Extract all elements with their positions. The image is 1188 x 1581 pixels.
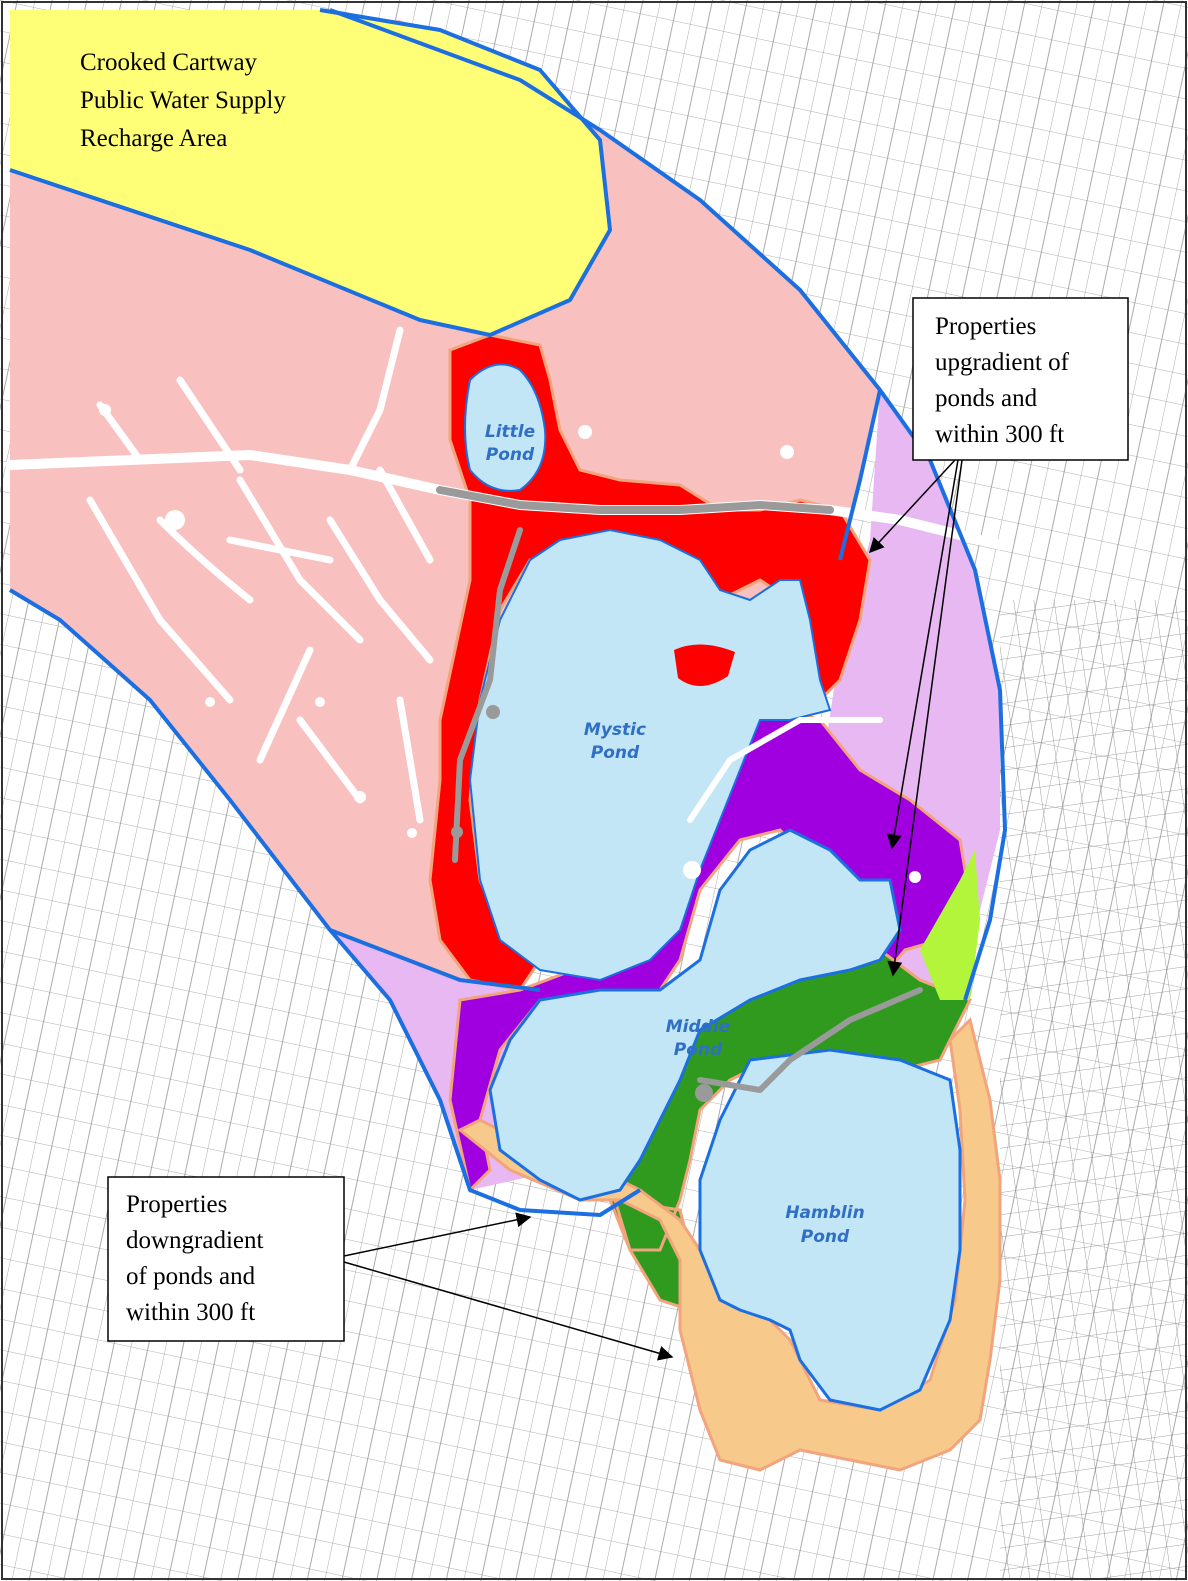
upgradient-callout-line1: Properties [935, 313, 1036, 340]
mystic-pond-label-line2: Pond [591, 743, 640, 763]
downgradient-callout-line1: Properties [126, 1191, 227, 1218]
mystic-pond-water [468, 528, 832, 982]
middle-pond-label-line2: Pond [674, 1040, 723, 1060]
hamblin-pond-water [698, 1048, 962, 1412]
hamblin-pond-label-line1: Hamblin [785, 1203, 864, 1223]
parcel-lines-east [1000, 600, 1188, 1580]
middle-pond-water [488, 828, 902, 1202]
watershed-boundaries [8, 8, 1007, 1217]
zone-lime [920, 850, 980, 1000]
upgradient-arrow-green [887, 459, 963, 977]
upgradient-callout-box [912, 297, 1129, 461]
downgradient-callout-line2: downgradient [126, 1227, 264, 1254]
little-pond-label-line1: Little [485, 422, 535, 442]
watershed-lavender-region [330, 390, 1000, 1190]
downgradient-callout-line3: of ponds and [126, 1263, 256, 1290]
mystic-pond-label-line1: Mystic [584, 720, 646, 740]
little-pond-label-line2: Pond [486, 445, 535, 465]
mystic-island [674, 644, 735, 687]
road-network [5, 326, 1005, 1102]
downgradient-callout: Properties downgradient of ponds and wit… [107, 1176, 674, 1361]
recharge-area-region [10, 10, 610, 335]
downgradient-arrow-upper [343, 1212, 532, 1257]
upgradient-callout-line3: ponds and [935, 385, 1038, 412]
hamblin-pond-label-line2: Pond [801, 1227, 850, 1247]
upgradient-arrow-red [868, 459, 956, 554]
downgradient-callout-box [107, 1176, 345, 1342]
upgradient-callout: Properties upgradient of ponds and withi… [868, 297, 1129, 977]
recharge-area-label-line3: Recharge Area [80, 125, 227, 152]
middle-pond-label-line1: Middle [666, 1017, 730, 1037]
upgradient-callout-line4: within 300 ft [935, 421, 1064, 448]
recharge-area-label-line2: Public Water Supply [80, 87, 286, 114]
upgradient-callout-line2: upgradient of [935, 349, 1070, 376]
recharge-area-label-line1: Crooked Cartway [80, 49, 258, 76]
downgradient-arrow-lower [343, 1261, 674, 1361]
little-pond-water [464, 363, 547, 492]
downgradient-callout-line4: within 300 ft [126, 1299, 255, 1326]
upgradient-arrow-purple [886, 459, 959, 850]
